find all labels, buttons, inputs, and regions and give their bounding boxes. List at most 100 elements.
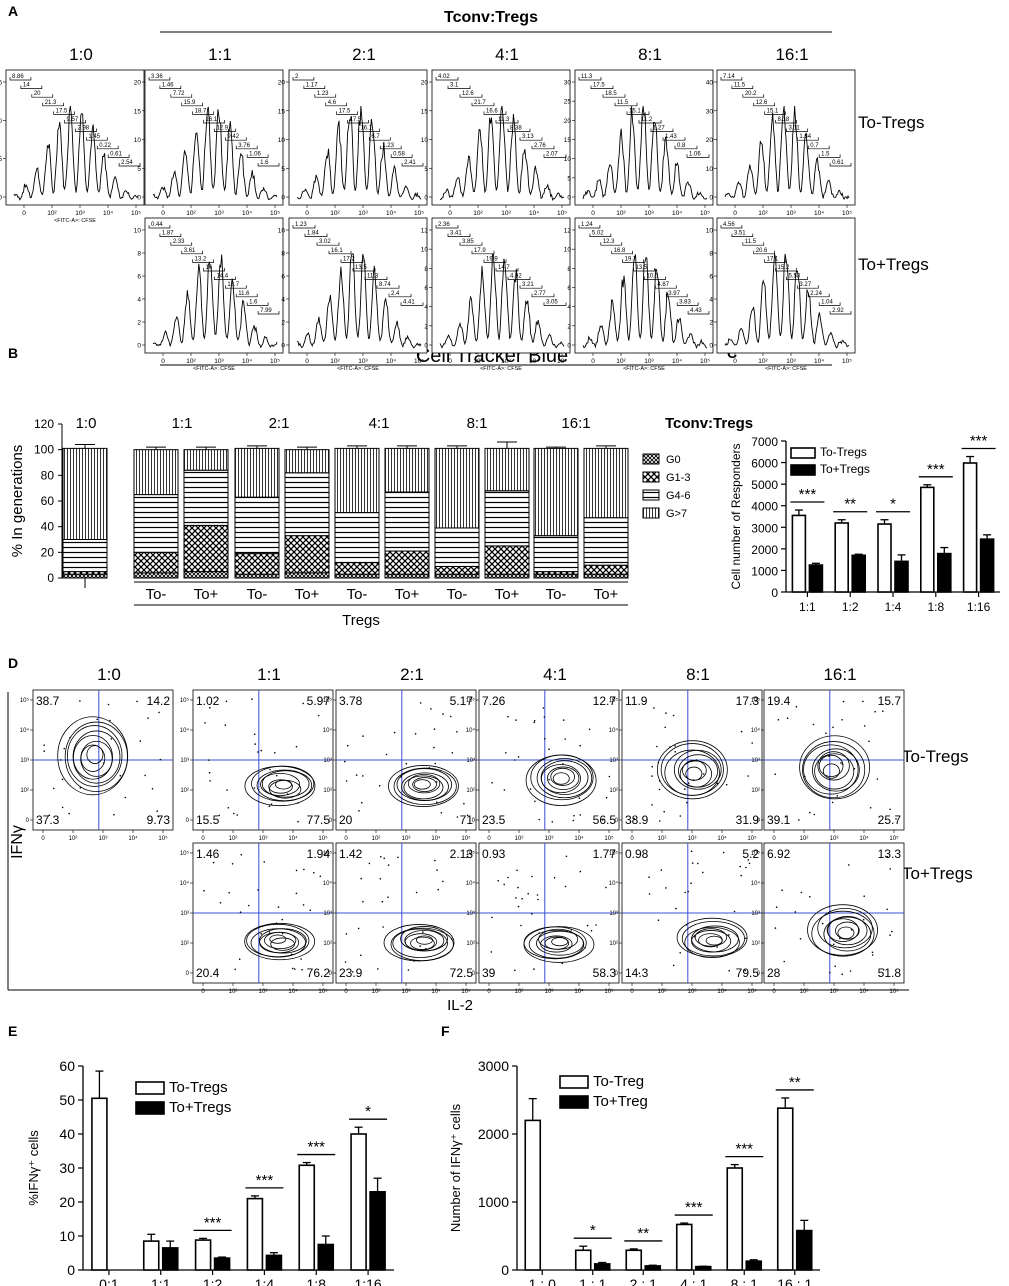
event-dot — [209, 706, 211, 709]
x-tick-label: 10⁵ — [747, 988, 757, 995]
x-tick-label: 8 : 1 — [731, 1276, 758, 1286]
event-dot — [695, 759, 698, 761]
gate-bracket — [358, 128, 380, 132]
significance-marker: *** — [735, 1141, 753, 1158]
gate-bracket — [633, 268, 655, 272]
event-dot — [656, 745, 658, 748]
gate-value: 3.83 — [679, 299, 691, 305]
row-label-to-minus: To-Tregs — [902, 747, 968, 766]
ratio-label: 16:1 — [823, 665, 856, 684]
event-dot — [702, 773, 705, 775]
gate-bracket — [638, 120, 662, 124]
x-tick-label: 1:1 — [799, 600, 816, 614]
event-dot — [430, 708, 432, 710]
event-dot — [158, 711, 160, 714]
event-dot — [684, 891, 686, 894]
event-dot — [233, 812, 235, 815]
gate-bracket — [807, 293, 830, 298]
event-dot — [886, 855, 889, 858]
y-tick-label: 10 — [421, 137, 429, 144]
gate-value: 11.3 — [581, 74, 593, 80]
event-dot — [253, 787, 256, 789]
gate-value: 2.77 — [534, 291, 546, 297]
bar-open — [962, 462, 978, 593]
event-dot — [139, 740, 142, 742]
gate-value: 17.1 — [767, 256, 779, 262]
contour-line — [817, 907, 873, 949]
gate-value: 20.2 — [745, 91, 757, 97]
event-dot — [697, 862, 699, 865]
event-dot — [345, 933, 348, 935]
event-dot — [533, 720, 536, 722]
y-tick-label: 0 — [424, 195, 428, 202]
event-dot — [309, 909, 312, 912]
y-tick-label: 5000 — [751, 478, 778, 492]
event-dot — [361, 801, 363, 804]
event-dot — [147, 717, 149, 719]
gate-value: 11.5 — [734, 83, 746, 89]
y-tick-label: 10 — [278, 228, 286, 235]
y-tick-label: 10 — [706, 166, 714, 173]
gate-value: 16.6 — [486, 108, 498, 114]
y-tick-label: 10⁴ — [609, 727, 619, 734]
gate-bracket — [203, 120, 225, 124]
y-tick-label: 10² — [466, 788, 475, 794]
contour-line — [275, 779, 292, 790]
gate-value: 17.5 — [593, 83, 605, 89]
y-tick-label: 10⁵ — [466, 697, 476, 704]
event-dot — [850, 929, 853, 931]
gate-value: 15.1 — [629, 108, 641, 114]
quadrant-value-ll: 28 — [767, 966, 781, 980]
contour-line — [823, 916, 872, 952]
event-dot — [836, 795, 839, 797]
event-dot — [69, 736, 71, 739]
event-dot — [107, 703, 110, 706]
event-dot — [466, 856, 468, 859]
x-tick-label: 10⁵ — [158, 835, 168, 842]
x-tick-label: 1:4 — [255, 1276, 275, 1286]
gate-bracket — [829, 311, 852, 315]
gate-bracket — [676, 302, 699, 306]
histogram-frame — [288, 69, 428, 206]
legend-swatch — [642, 453, 660, 465]
quadrant-value-ur: 1.77 — [593, 847, 617, 861]
gate-bracket — [192, 111, 214, 115]
histogram-frame — [144, 217, 284, 354]
event-dot — [61, 806, 64, 809]
event-dot — [263, 861, 266, 863]
gate-bracket — [148, 77, 171, 81]
event-dot — [716, 946, 718, 948]
event-dot — [362, 775, 364, 777]
gate-value: 2.36 — [438, 222, 450, 228]
gate-value: 8.38 — [510, 126, 522, 132]
x-tick-label: 10³ — [830, 836, 839, 842]
event-dot — [144, 774, 146, 777]
gate-value: 17.5 — [350, 117, 362, 123]
gate-value: 1.34 — [799, 134, 811, 140]
event-dot — [151, 788, 154, 790]
y-axis-label: Number of IFNγ⁺ cells — [448, 1103, 463, 1232]
x-tick-label: 10² — [229, 836, 238, 842]
event-dot — [303, 868, 305, 871]
gate-value: 21.7 — [474, 100, 486, 106]
y-tick-label: 0 — [47, 571, 54, 585]
stacked-segment-g0 — [183, 571, 229, 579]
x-tick-label: 10³ — [644, 358, 654, 365]
contour-line — [244, 922, 316, 961]
significance-marker: *** — [204, 1214, 222, 1231]
event-dot — [415, 891, 418, 894]
event-dot — [716, 782, 719, 785]
y-tick-label: 8 — [424, 266, 428, 273]
event-dot — [497, 880, 500, 882]
y-tick-label: 20 — [706, 137, 714, 144]
gate-bracket — [590, 85, 614, 89]
contour-line — [388, 765, 459, 807]
legend-swatch — [642, 489, 660, 501]
header-tconv-tregs: Tconv:Tregs — [444, 9, 538, 26]
y-tick-label: 10 — [421, 247, 429, 254]
event-dot — [863, 725, 866, 727]
gate-value: 4.6 — [328, 100, 337, 106]
gate-bracket — [292, 225, 316, 229]
event-dot — [219, 901, 222, 904]
